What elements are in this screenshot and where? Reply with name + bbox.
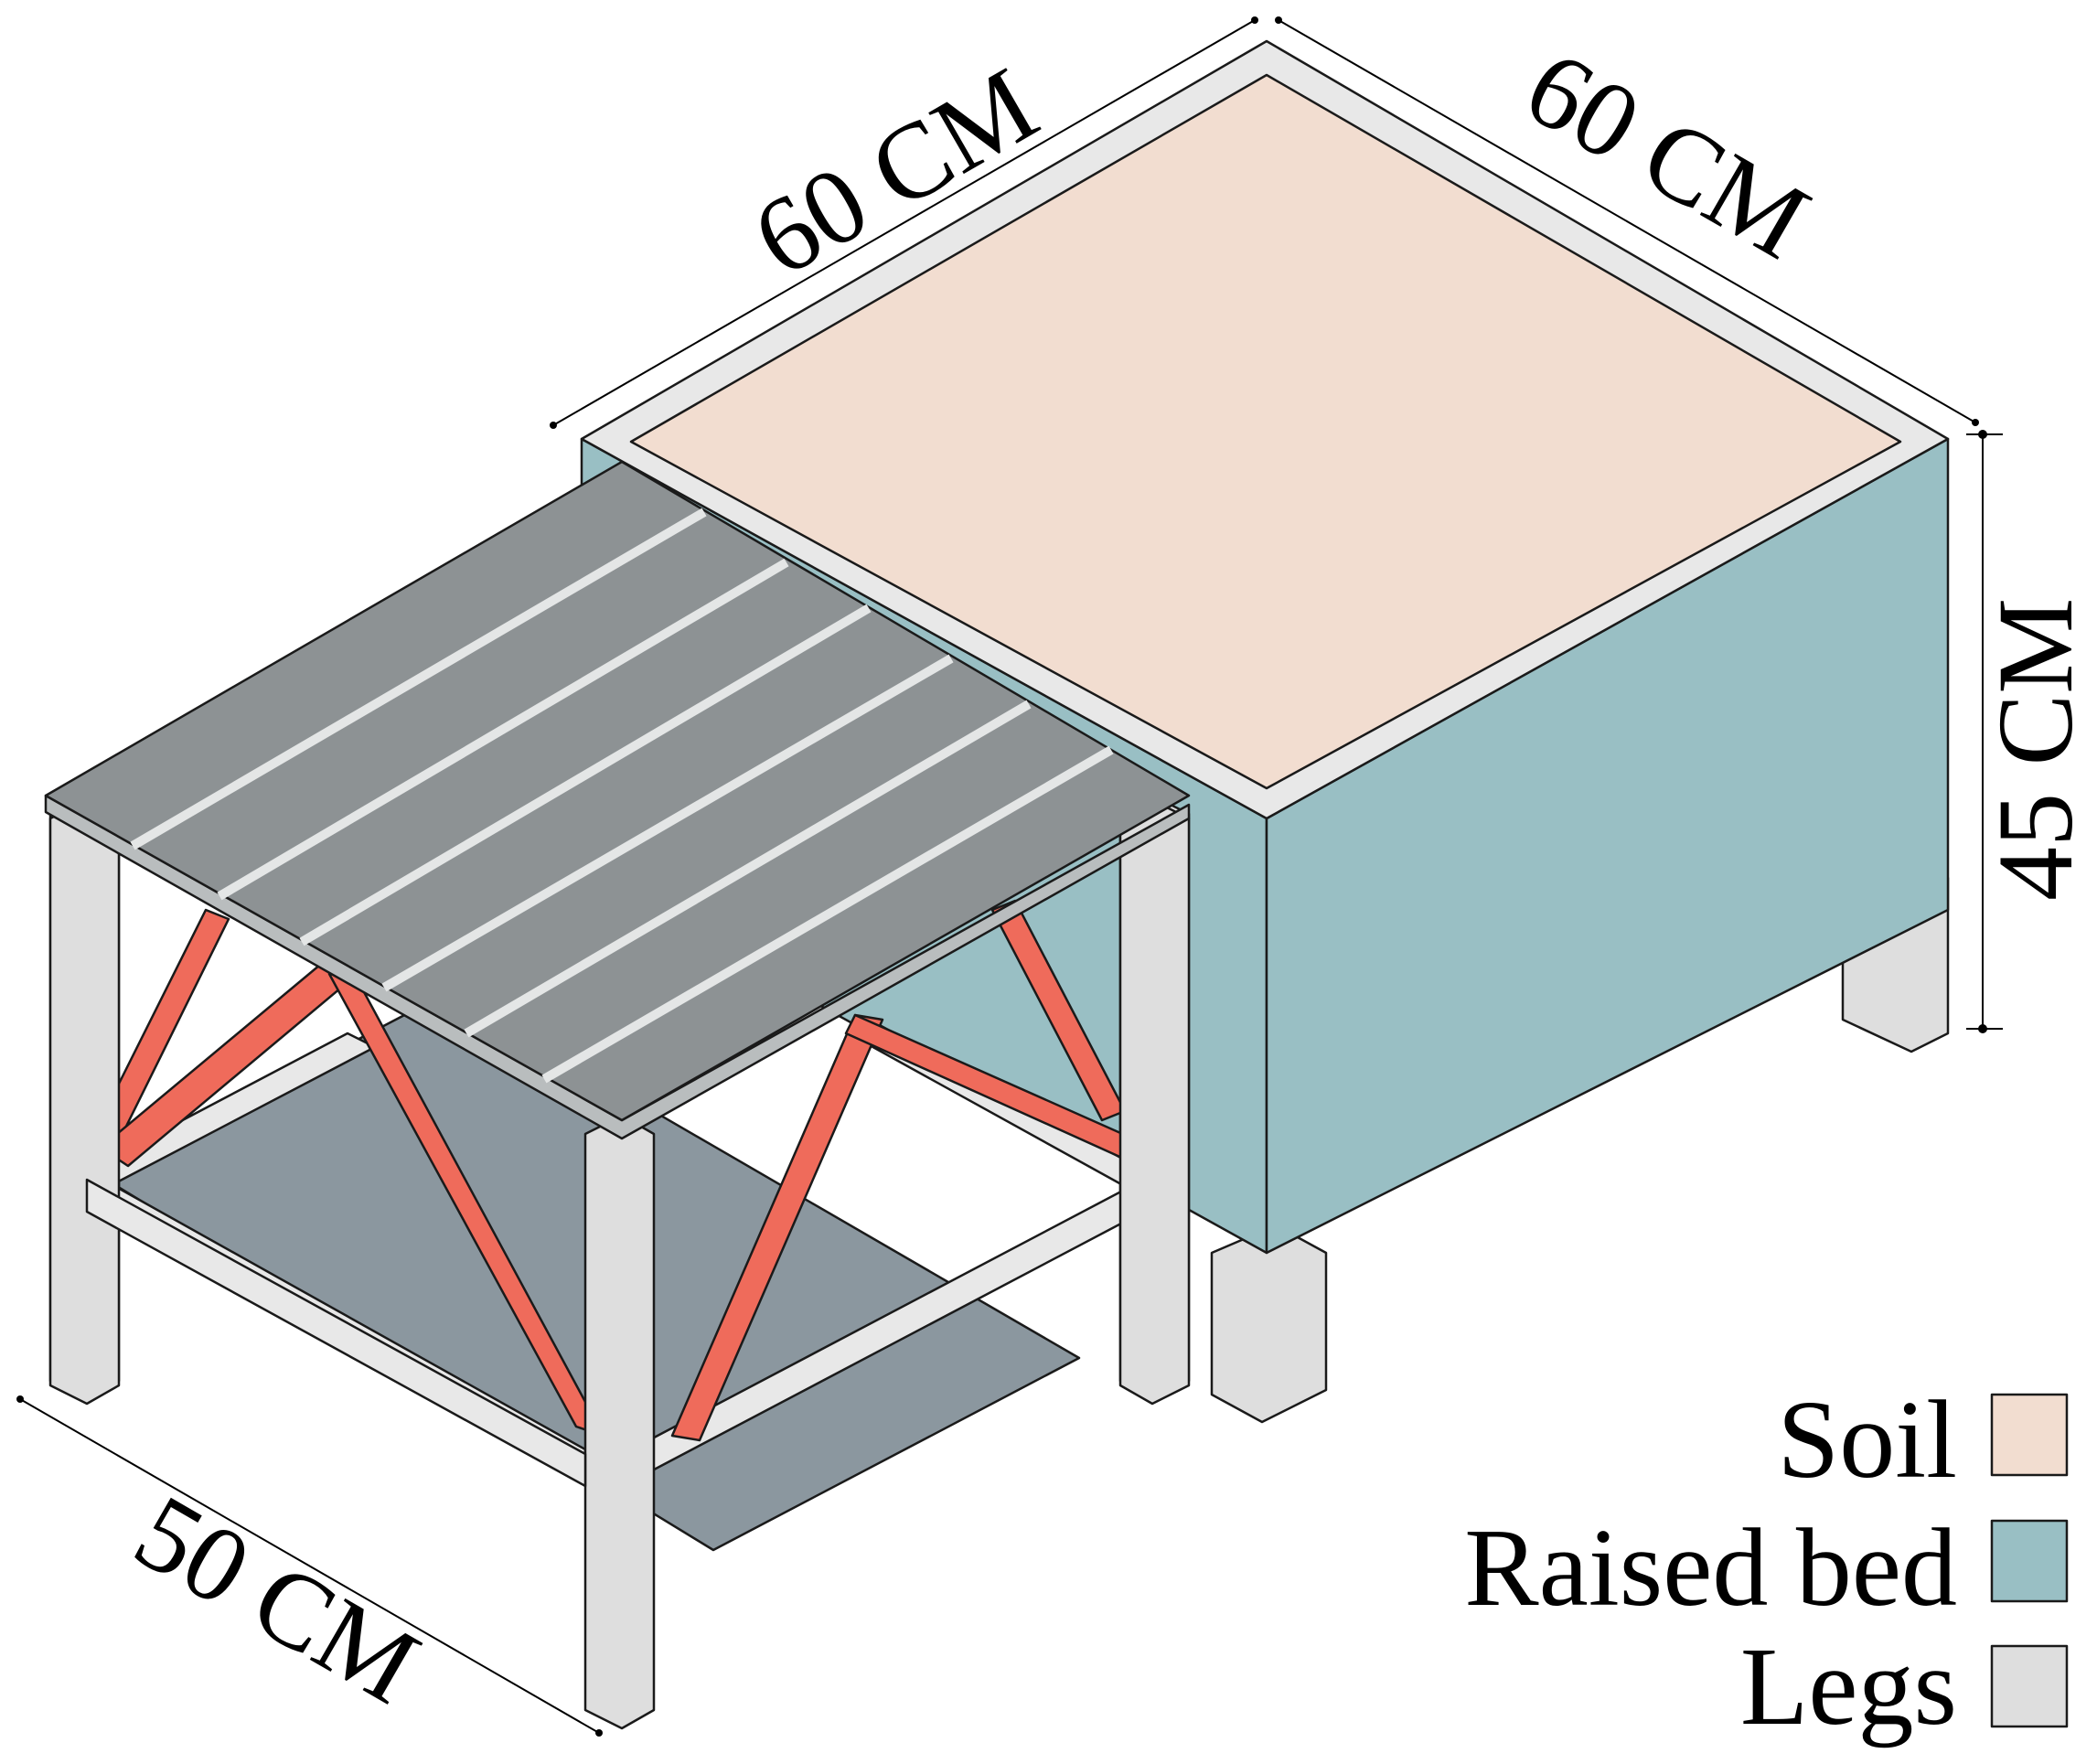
legend-swatch-legs (1990, 1644, 2069, 1728)
bed-leg-front (1210, 1224, 1328, 1424)
table-rail-front (85, 1178, 587, 1488)
soil-surface (629, 73, 1902, 790)
table-post-left (48, 798, 121, 1406)
brace-6 (990, 899, 1127, 1122)
side-table (44, 460, 1191, 1730)
legend-label-raised-bed: Raised bed (1464, 1506, 1957, 1630)
dimension-table-width: 50 CM (116, 1471, 438, 1727)
legend-label-soil: Soil (1777, 1378, 1957, 1502)
slat-gaps (130, 508, 1114, 1084)
legend-swatch-raised-bed (1990, 1519, 2069, 1603)
table-leg-front-right (1118, 798, 1191, 1406)
table-leg-front-left (583, 1114, 656, 1730)
brace-4 (670, 1013, 884, 1442)
legend-swatch-soil (1990, 1393, 2069, 1477)
legend-label-legs: Legs (1740, 1625, 1957, 1748)
dimension-bed-height: 45 CM (1975, 598, 2095, 901)
cross-braces (90, 899, 1145, 1442)
dimension-lines (16, 16, 2003, 1737)
table-top (44, 460, 1191, 1122)
legend: Soil Raised bed Legs (1464, 1378, 2069, 1748)
